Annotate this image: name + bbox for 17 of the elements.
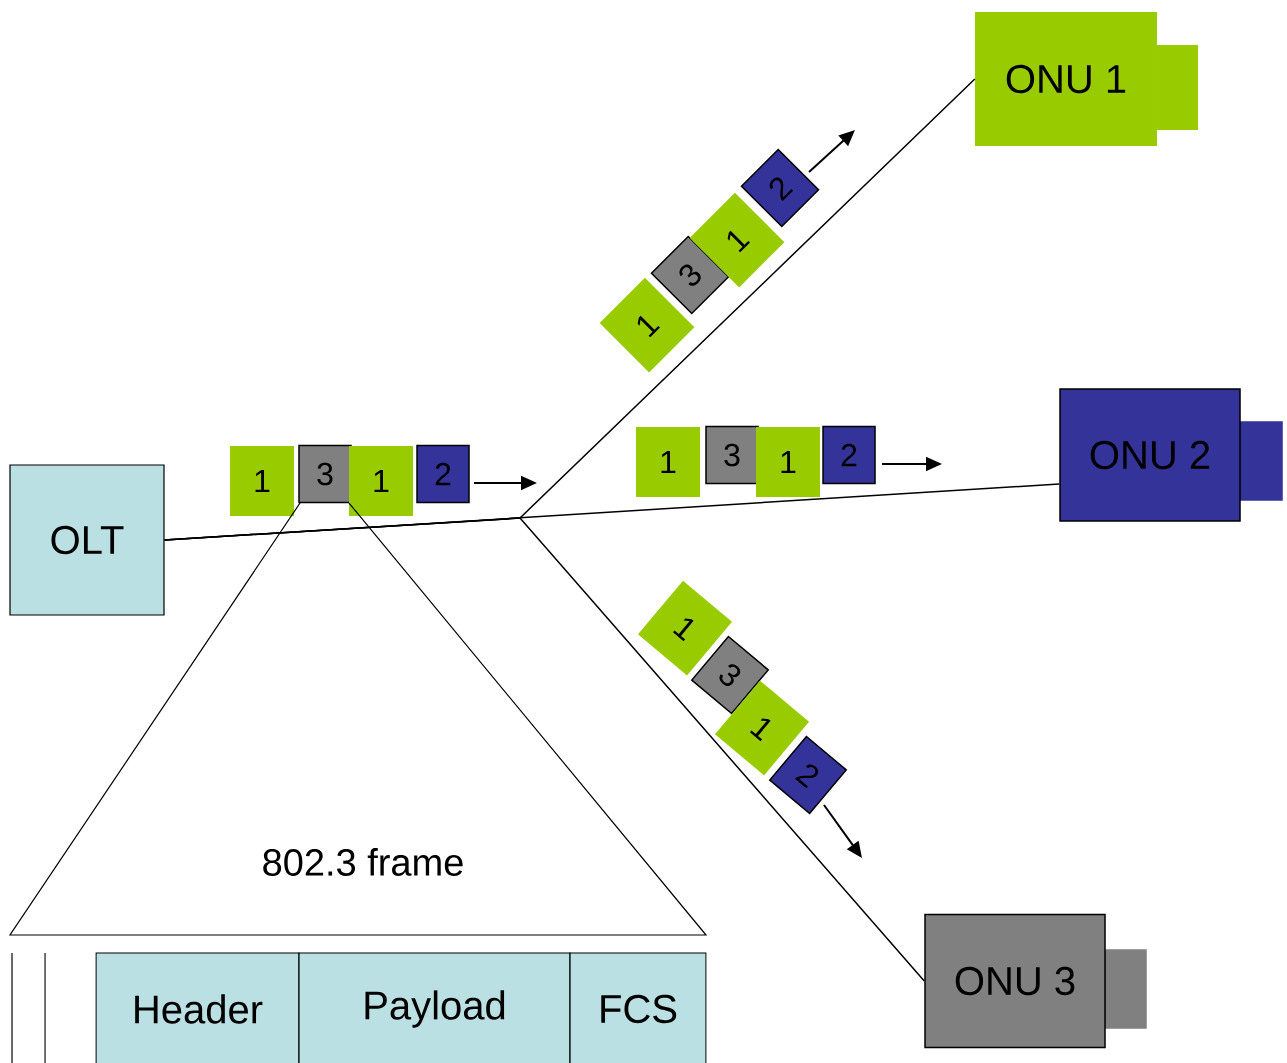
onu-box: ONU 1 bbox=[975, 12, 1198, 146]
packet-box: 3 bbox=[298, 444, 352, 504]
onu-box: ONU 2 bbox=[1059, 388, 1283, 522]
onu-box: ONU 3 bbox=[924, 913, 1147, 1049]
packet-box: 1 bbox=[230, 446, 294, 516]
fiber-line bbox=[163, 517, 925, 982]
packet-box: 1 bbox=[349, 446, 413, 516]
packet-box: 1 bbox=[756, 427, 820, 497]
packet-box: 2 bbox=[740, 148, 820, 228]
packet-box: 2 bbox=[822, 425, 876, 485]
olt-box: OLT bbox=[9, 464, 165, 616]
packet-box: 1 bbox=[636, 427, 700, 497]
packet-box: 3 bbox=[705, 425, 759, 485]
frame-field: FCS bbox=[569, 952, 707, 1063]
frame-field: Header bbox=[95, 952, 300, 1063]
frame-label: 802.3 frame bbox=[263, 848, 463, 876]
packet-box: 2 bbox=[416, 444, 470, 504]
